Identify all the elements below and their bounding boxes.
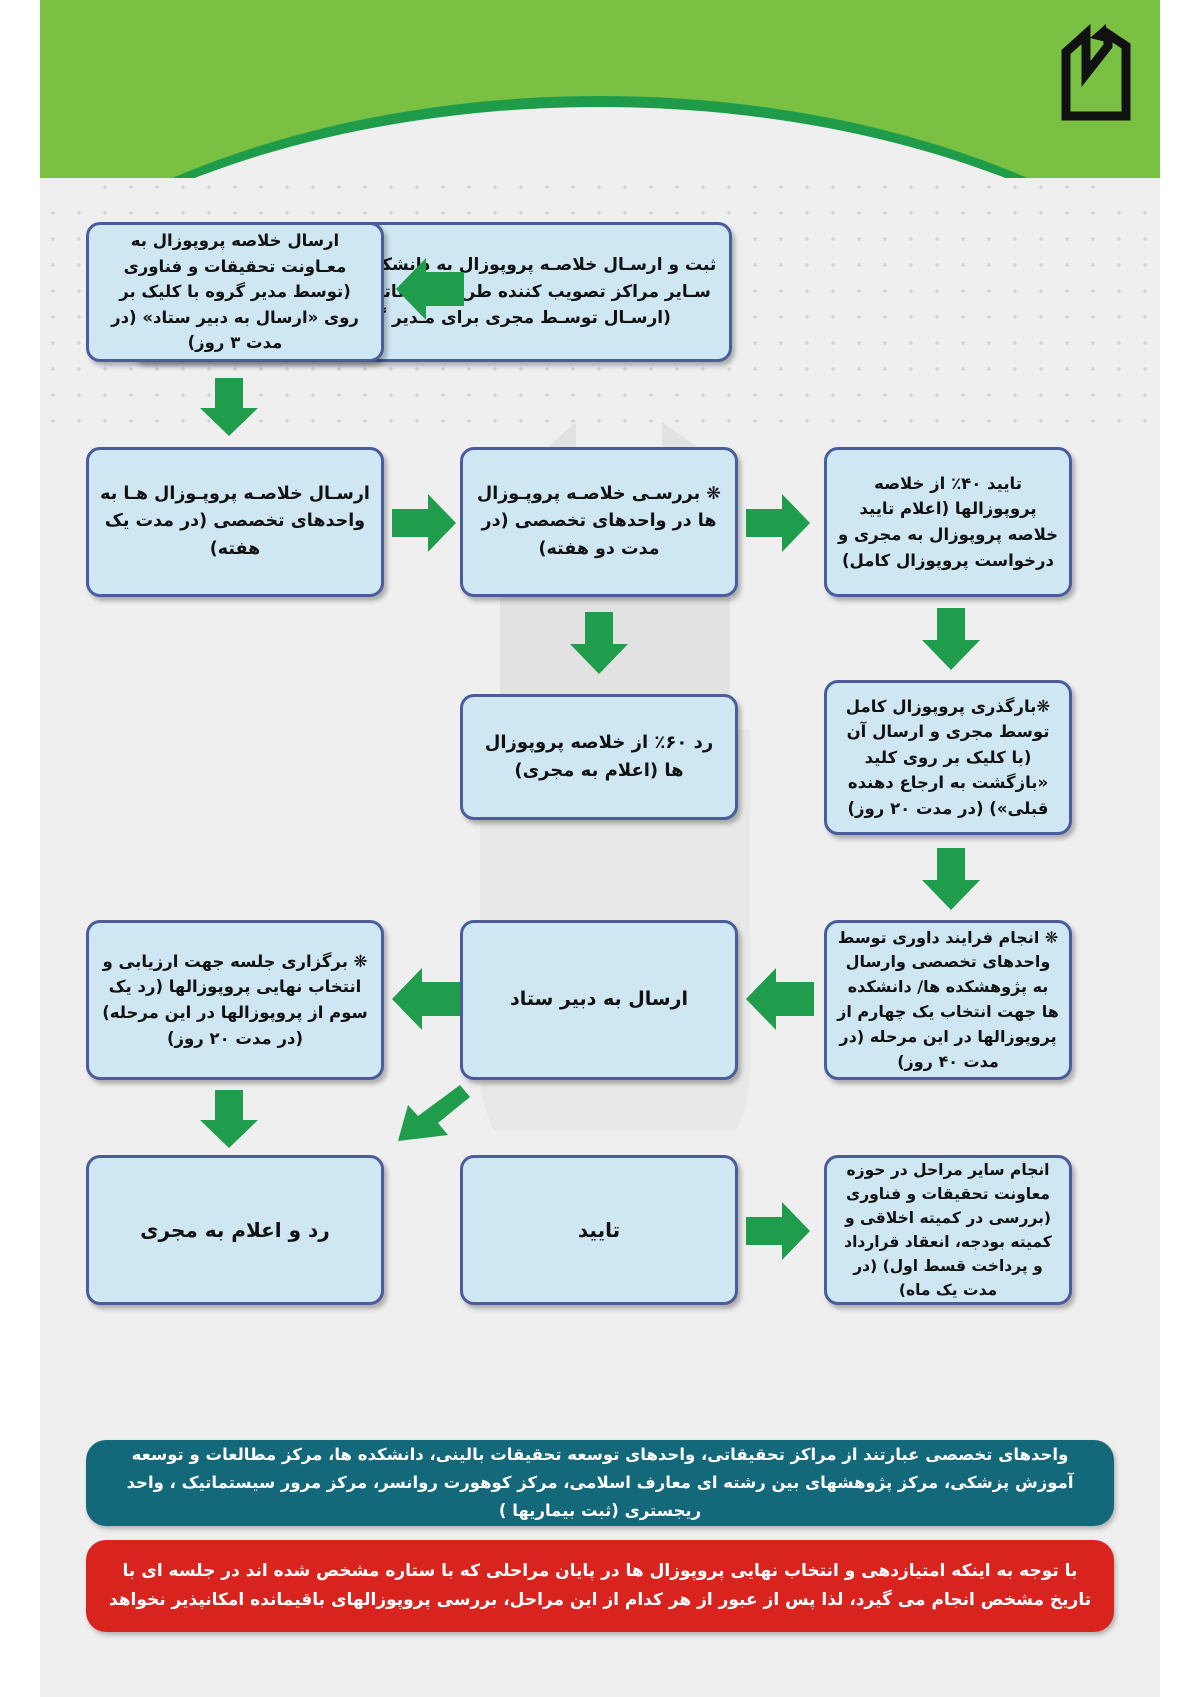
flow-node-n10-label: ❋ برگزاری جلسه جهت ارزیابی و انتخاب نهای… (102, 951, 368, 1048)
arrow-n9-to-n10 (392, 968, 460, 1030)
specialized-units-note: واحدهای تخصصی عبارتند از مراکز تحقیقاتی،… (86, 1440, 1114, 1526)
arrow-n8-to-n9 (746, 968, 814, 1030)
flow-node-n13[interactable]: انجام سایر مراحل در حوزه معاونت تحقیقات … (824, 1155, 1072, 1305)
flow-node-n2-label: ارسال خلاصه پروپوزال به معـاونت تحقیقات … (111, 231, 359, 353)
arrow-n1-to-n2 (396, 258, 464, 320)
flow-node-n4-label: ❋ بررسـی خلاصـه پروپـوزال ها در واحدهای … (477, 484, 721, 559)
arrow-n7-to-n8 (922, 848, 980, 910)
warning-note: با توجه به اینکه امتیازدهی و انتخاب نهای… (86, 1540, 1114, 1632)
flow-node-n10[interactable]: ❋ برگزاری جلسه جهت ارزیابی و انتخاب نهای… (86, 920, 384, 1080)
arrow-n5-to-n7 (922, 608, 980, 670)
arrow-n12-to-n13 (746, 1202, 810, 1260)
flow-node-n13-label: انجام سایر مراحل در حوزه معاونت تحقیقات … (844, 1160, 1052, 1300)
arrow-n2-to-n3 (200, 378, 258, 436)
specialized-units-note-text: واحدهای تخصصی عبارتند از مراکز تحقیقاتی،… (126, 1444, 1074, 1521)
flow-node-n3-label: ارسـال خلاصـه پروپـوزال هـا به واحدهای ت… (100, 484, 370, 559)
arrow-n4-to-n5 (746, 494, 810, 552)
arrow-n10-to-n11 (200, 1090, 258, 1148)
flow-node-n8[interactable]: ❋ انجام فرایند داوری توسط واحدهای تخصصی … (824, 920, 1072, 1080)
flow-node-n7-label: ❋بارگذری پروپوزال کامل توسط مجری و ارسال… (845, 696, 1051, 818)
flow-node-n6-label: رد ۶۰٪ از خلاصه پروپوزال ها (اعلام به مج… (484, 732, 714, 781)
poster-root: فلوچارت فراخوان پروپوزال طرح های تحقیقات… (40, 0, 1160, 1697)
flow-node-n2-box[interactable]: ارسال خلاصه پروپوزال به معـاونت تحقیقات … (86, 222, 384, 362)
flow-node-n5[interactable]: تایید ۴۰٪ از خلاصه پروپوزالها (اعلام تای… (824, 447, 1072, 597)
poster-header (40, 0, 1160, 178)
flow-node-n12-label: تایید (577, 1217, 621, 1242)
flow-node-n12[interactable]: تایید (460, 1155, 738, 1305)
flow-node-n6[interactable]: رد ۶۰٪ از خلاصه پروپوزال ها (اعلام به مج… (460, 694, 738, 820)
flow-node-n7[interactable]: ❋بارگذری پروپوزال کامل توسط مجری و ارسال… (824, 680, 1072, 835)
header-curve-divider (40, 96, 1160, 178)
flow-node-n11-label: رد و اعلام به مجری (140, 1217, 330, 1242)
flow-node-n3[interactable]: ارسـال خلاصـه پروپـوزال هـا به واحدهای ت… (86, 447, 384, 597)
flow-node-n9[interactable]: ارسال به دبیر ستاد (460, 920, 738, 1080)
arrow-n3-to-n4 (392, 494, 456, 552)
flow-node-n8-label: ❋ انجام فرایند داوری توسط واحدهای تخصصی … (837, 927, 1059, 1071)
warning-note-text: با توجه به اینکه امتیازدهی و انتخاب نهای… (108, 1561, 1092, 1610)
flow-node-n4[interactable]: ❋ بررسـی خلاصـه پروپـوزال ها در واحدهای … (460, 447, 738, 597)
university-logo (1034, 12, 1152, 162)
arrow-n9-to-n12 (370, 1085, 480, 1153)
flow-node-n11[interactable]: رد و اعلام به مجری (86, 1155, 384, 1305)
flow-node-n5-label: تایید ۴۰٪ از خلاصه پروپوزالها (اعلام تای… (837, 473, 1059, 570)
flow-node-n9-label: ارسال به دبیر ستاد (509, 988, 689, 1011)
arrow-n4-to-n6 (570, 612, 628, 674)
